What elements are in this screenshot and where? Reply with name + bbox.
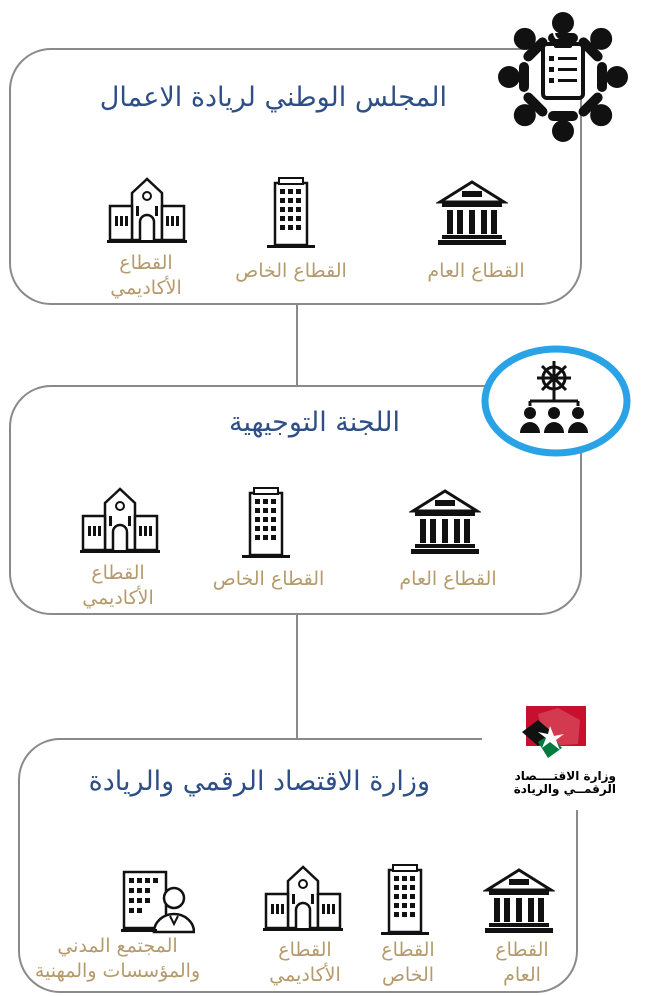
office-tower-icon [381, 864, 429, 935]
university-building-icon [263, 865, 343, 931]
academic-sector-label: القطاع الأكاديمي [110, 252, 182, 299]
office-tower-icon [242, 487, 290, 558]
ministry-logo-text: وزارة الاقتــــصاد الرقمــي والريادة [513, 769, 616, 796]
public-sector-label: القطاع العام [495, 939, 549, 986]
government-building-icon [436, 180, 508, 245]
government-building-icon [409, 489, 481, 554]
meeting-table-icon [498, 12, 628, 142]
university-building-icon [80, 487, 160, 553]
private-sector-label: القطاع الخاص [212, 568, 325, 590]
public-sector-label: القطاع العام [427, 260, 525, 282]
office-tower-icon [267, 177, 315, 248]
ministry-box: وزارة الاقتصاد الرقمي والريادة [18, 738, 578, 993]
steering-committee-box: اللجنة التوجيهية [9, 385, 582, 615]
academic-sector-label: القطاع الأكاديمي [269, 939, 341, 986]
connector-line [296, 303, 298, 387]
council-title: المجلس الوطني لريادة الاعمال [99, 82, 447, 113]
civil-society-icon [121, 870, 195, 934]
public-sector-label: القطاع العام [399, 568, 497, 590]
government-building-icon [483, 868, 555, 933]
private-sector-label: القطاع الخاص [381, 939, 435, 986]
team-helm-icon [481, 345, 631, 457]
council-box: المجلس الوطني لريادة الاعمال [9, 48, 582, 305]
academic-sector-label: القطاع الأكاديمي [82, 562, 154, 609]
steering-committee-title: اللجنة التوجيهية [228, 407, 400, 438]
civil-society-label: المجتمع المدني والمؤسسات والمهنية [34, 935, 201, 982]
university-building-icon [107, 177, 187, 243]
ministry-emblem-icon [522, 706, 586, 758]
connector-line [296, 613, 298, 740]
ministry-logo: وزارة الاقتــــصاد الرقمــي والريادة [482, 700, 622, 810]
ministry-title: وزارة الاقتصاد الرقمي والريادة [88, 766, 430, 797]
private-sector-label: القطاع الخاص [235, 260, 347, 282]
